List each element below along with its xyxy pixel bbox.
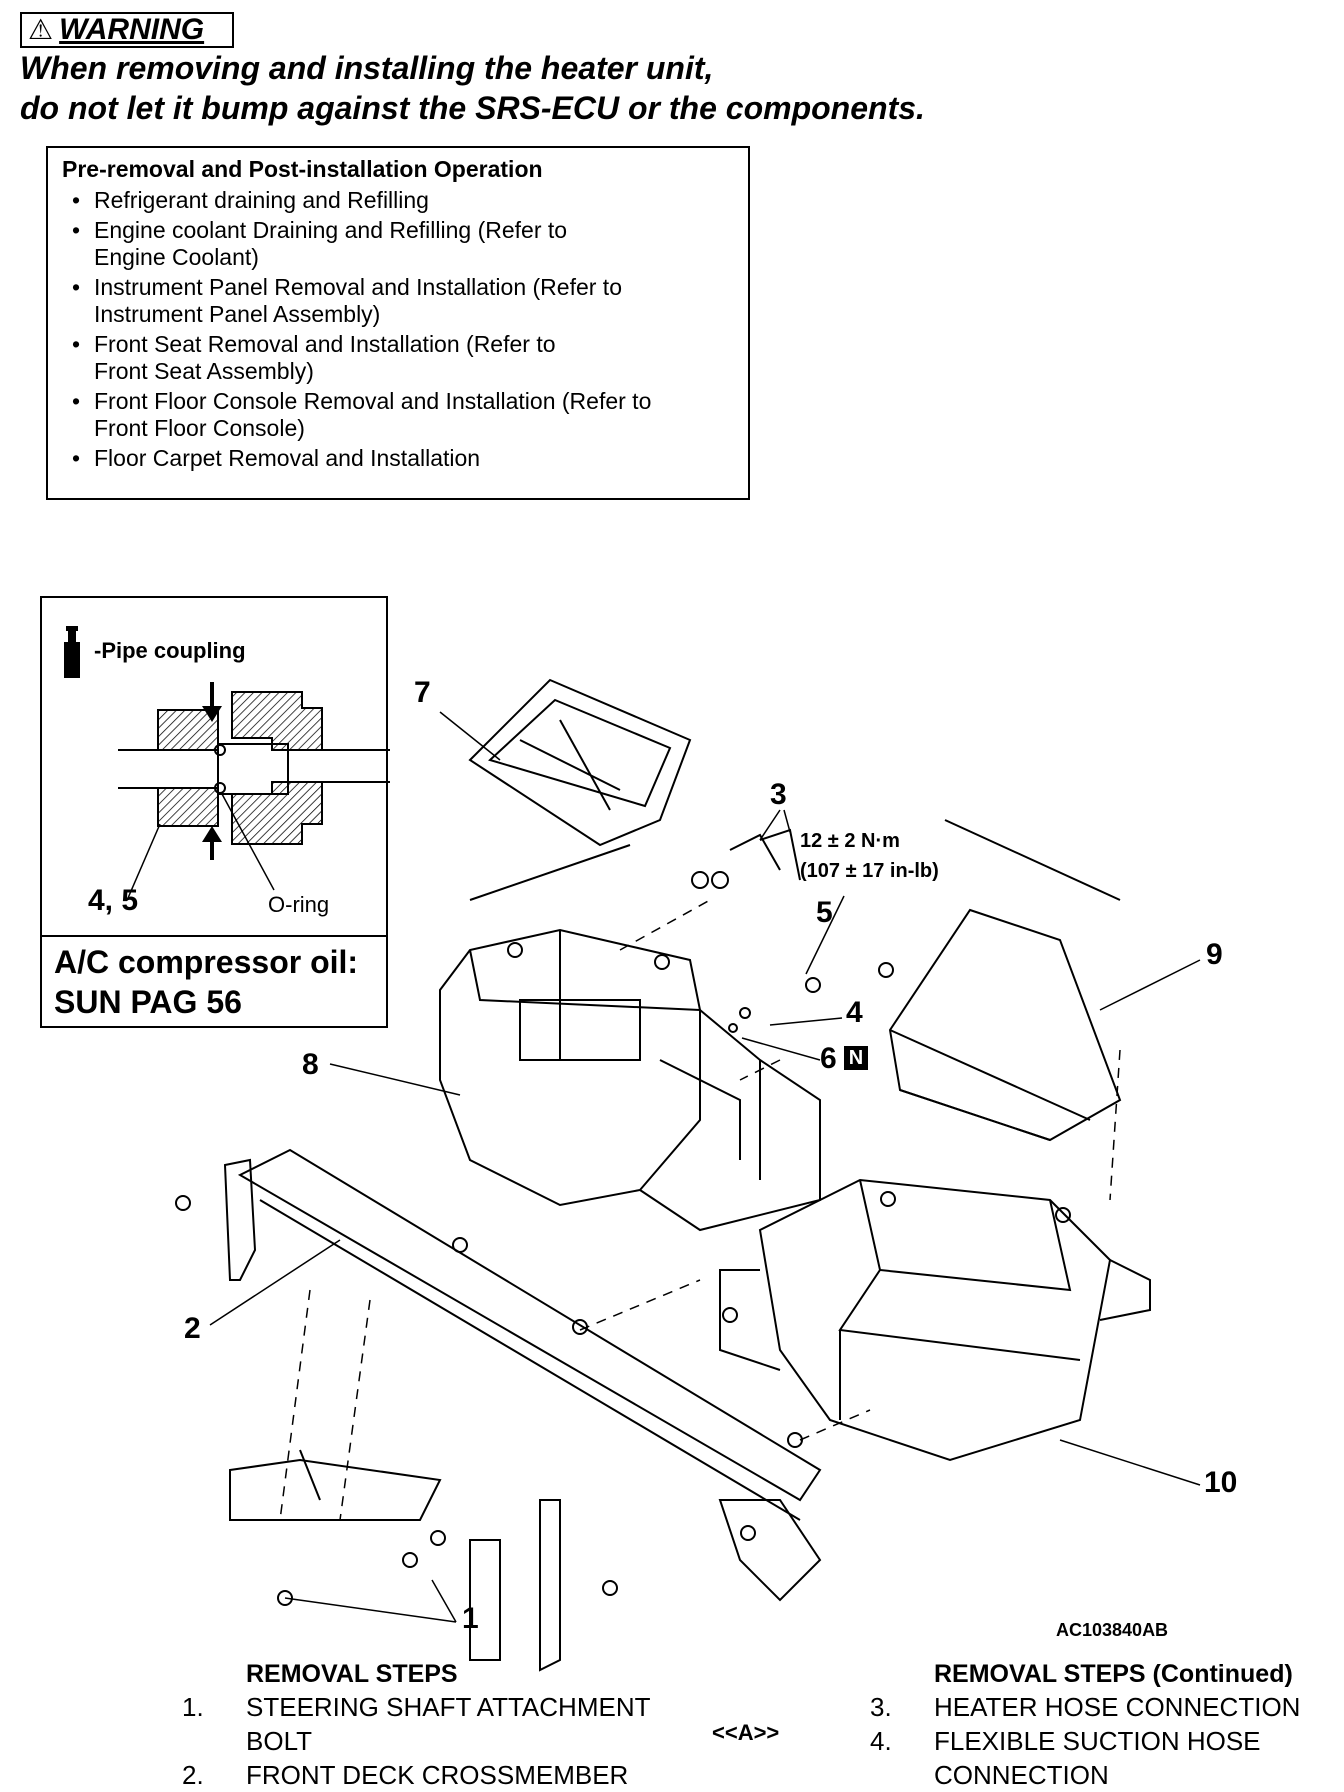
step-4-line-2: CONNECTION [934, 1760, 1109, 1790]
step-number: 2. [182, 1760, 204, 1790]
callout-3: 3 [770, 778, 787, 811]
step-number: 1. [182, 1692, 204, 1722]
callout-9: 9 [1206, 938, 1223, 971]
steps-right-heading: REMOVAL STEPS (Continued) [934, 1660, 1293, 1688]
step-1-line-2: BOLT [246, 1726, 312, 1756]
operation-title: Pre-removal and Post-installation Operat… [62, 156, 543, 182]
crossmember-part-2 [223, 1148, 822, 1672]
torque-line-1: 12 ± 2 N·m [800, 830, 900, 852]
list-item: Refrigerant draining and Refilling [62, 187, 734, 214]
list-item: Floor Carpet Removal and Installation [62, 445, 734, 472]
new-part-badge: N [844, 1046, 868, 1070]
figure-id: AC103840AB [1056, 1620, 1169, 1640]
warning-triangle-icon: ⚠ [28, 14, 54, 45]
steps-left-heading: REMOVAL STEPS [246, 1660, 458, 1688]
inset-divider [42, 935, 386, 937]
duct-panel-part-7 [468, 678, 692, 847]
warning-label-box: ⚠ WARNING [20, 12, 234, 48]
list-item: Front Floor Console Removal and Installa… [62, 388, 734, 442]
callout-8: 8 [302, 1048, 319, 1081]
oil-bottle-icon [64, 626, 80, 678]
callout-7: 7 [414, 676, 431, 709]
callout-6: 6 [820, 1042, 837, 1075]
step-number: 3. [870, 1692, 892, 1722]
step-1-line-1: STEERING SHAFT ATTACHMENT [246, 1692, 651, 1722]
list-item: Front Seat Removal and Installation (Ref… [62, 331, 734, 385]
oil-line-2: SUN PAG 56 [54, 984, 242, 1020]
warning-label: WARNING [59, 13, 205, 46]
callout-2: 2 [184, 1312, 201, 1345]
callout-4: 4 [846, 996, 863, 1029]
evaporator-unit-part-10 [719, 1178, 1151, 1462]
pipe-coupling-inset: -Pipe coupling O-ring 4, 5 A/C compresso… [40, 596, 390, 1028]
heater-pipes-part-3 [691, 828, 801, 889]
coupling-label: -Pipe coupling [94, 638, 246, 663]
list-item: Instrument Panel Removal and Installatio… [62, 274, 734, 328]
warning-line-1: When removing and installing the heater … [20, 50, 714, 86]
callout-10: 10 [1204, 1466, 1238, 1499]
operation-box: Pre-removal and Post-installation Operat… [46, 146, 750, 500]
step-4-line-1: FLEXIBLE SUCTION HOSE [934, 1726, 1261, 1756]
oil-line-1: A/C compressor oil: [54, 944, 359, 980]
callout-5: 5 [816, 896, 833, 929]
operation-list: Refrigerant draining and Refilling Engin… [62, 187, 734, 472]
warning-line-2: do not let it bump against the SRS-ECU o… [20, 90, 925, 126]
step-number: 4. [870, 1726, 892, 1756]
step-3-line-1: HEATER HOSE CONNECTION [934, 1692, 1301, 1722]
list-item: Engine coolant Draining and Refilling (R… [62, 217, 734, 271]
torque-line-2: (107 ± 17 in-lb) [800, 860, 939, 882]
callout-1: 1 [462, 1602, 479, 1635]
part-label: 4, 5 [88, 884, 139, 917]
heater-unit-part-8 [439, 928, 821, 1232]
blower-housing-part-9 [888, 908, 1122, 1142]
step-2-line-1: FRONT DECK CROSSMEMBER [246, 1760, 629, 1790]
procedure-marker: <<A>> [712, 1720, 780, 1745]
oring-label: O-ring [268, 892, 330, 917]
bolt-icon [175, 942, 1071, 1606]
pipe-coupling-drawing [64, 626, 390, 899]
